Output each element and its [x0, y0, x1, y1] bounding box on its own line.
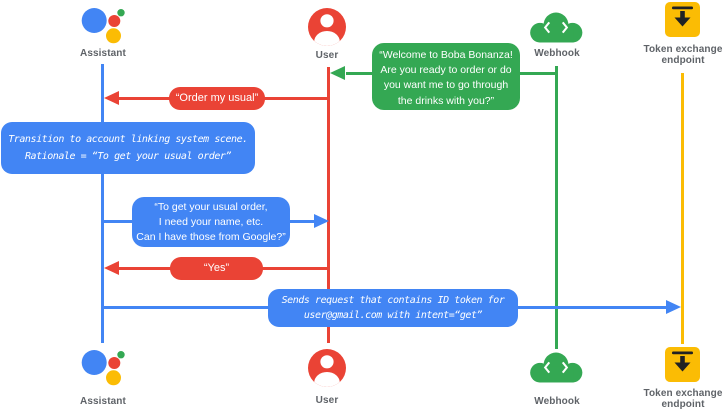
google-assistant-logo-icon	[81, 8, 125, 44]
webhook-label: Webhook	[534, 48, 580, 59]
arrowhead-right-icon	[666, 300, 681, 314]
transition-note: Transition to account linking system sce…	[1, 122, 255, 174]
user-account-icon	[308, 8, 346, 46]
webhook-lifeline	[555, 66, 558, 349]
speech-bubble-ask-details: “To get your usual order, I need your na…	[132, 197, 290, 247]
bubble-line: you want me to go through	[383, 79, 509, 92]
speech-bubble-order-usual: “Order my usual”	[169, 87, 265, 110]
token-endpoint-label: Token exchange endpoint	[643, 44, 723, 66]
assistant-label: Assistant	[80, 48, 126, 59]
arrowhead-left-icon	[330, 66, 345, 80]
user-lifeline	[327, 67, 330, 343]
note-line: Sends request that contains ID token for	[281, 295, 505, 306]
arrowhead-right-icon	[314, 214, 329, 228]
note-line: Rationale = “To get your usual order”	[24, 151, 232, 162]
webhook-cloud-code-icon	[530, 12, 583, 43]
note-line: Transition to account linking system sce…	[8, 134, 248, 145]
bubble-line: “Welcome to Boba Bonanza!	[379, 49, 513, 61]
note-line: user@gmail.com with intent=“get”	[303, 310, 483, 321]
webhook-label: Webhook	[534, 396, 580, 407]
bubble-line: “To get your usual order,	[154, 201, 268, 213]
arrowhead-left-icon	[104, 91, 119, 105]
assistant-lifeline	[101, 64, 104, 343]
token-exchange-endpoint-icon	[665, 347, 700, 382]
bubble-line: Are you ready to order or do	[380, 64, 512, 77]
speech-bubble-welcome: “Welcome to Boba Bonanza! Are you ready …	[372, 43, 520, 110]
bubble-line: “Yes”	[203, 262, 230, 274]
bubble-line: I need your name, etc.	[158, 215, 264, 228]
token-endpoint-label: Token exchange endpoint	[643, 388, 723, 410]
assistant-label: Assistant	[80, 396, 126, 407]
user-label: User	[315, 50, 339, 61]
speech-bubble-yes: “Yes”	[170, 257, 263, 280]
arrowhead-left-icon	[104, 261, 119, 275]
user-account-icon	[308, 349, 346, 387]
bubble-line: “Order my usual”	[175, 92, 259, 104]
token-endpoint-lifeline	[681, 73, 684, 344]
sends-request-note: Sends request that contains ID token for…	[268, 289, 518, 327]
user-label: User	[315, 395, 339, 406]
token-exchange-endpoint-icon	[665, 2, 700, 37]
google-assistant-logo-icon	[81, 350, 125, 386]
bubble-line: the drinks with you?”	[397, 94, 495, 107]
webhook-cloud-code-icon	[530, 352, 583, 383]
bubble-line: Can I have those from Google?”	[136, 230, 286, 243]
